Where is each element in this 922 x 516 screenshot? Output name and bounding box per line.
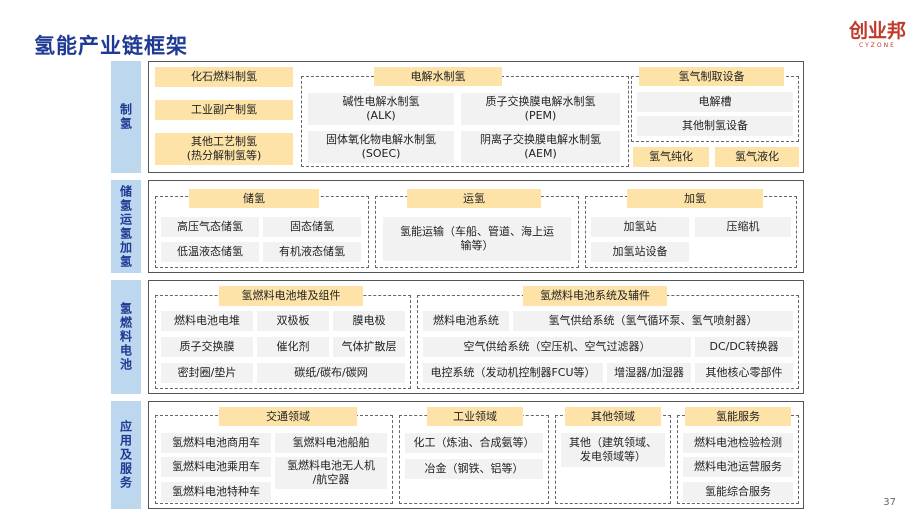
row-label-application: 应用及服务: [111, 401, 141, 509]
node-operation: 燃料电池运营服务: [683, 457, 793, 477]
node-integrated-service: 氢能综合服务: [683, 482, 793, 502]
node-other-parts: 其他核心零部件: [695, 363, 793, 383]
node-humidifier: 增湿器/加湿器: [607, 363, 691, 383]
node-air-supply: 空气供给系统（空压机、空气过滤器）: [423, 337, 691, 357]
node-stack: 燃料电池电堆: [161, 311, 253, 331]
group-header-service: 氢能服务: [685, 407, 791, 426]
row-label-production: 制氢: [111, 61, 141, 173]
group-header-transport-field: 交通领域: [219, 407, 357, 426]
node-other-process: 其他工艺制氢 (热分解制氢等): [155, 133, 293, 165]
node-industrial-byproduct: 工业副产制氢: [155, 100, 293, 120]
node-commercial-vehicle: 氢燃料电池商用车: [161, 433, 271, 453]
group-header-storage: 储氢: [189, 189, 319, 208]
node-station-equipment: 加氢站设备: [591, 242, 689, 262]
group-header-stack: 氢燃料电池堆及组件: [219, 286, 363, 306]
node-soec: 固体氧化物电解水制氢 (SOEC): [308, 131, 454, 163]
node-drone: 氢燃料电池无人机 /航空器: [275, 457, 387, 489]
node-hydrogen-transport: 氢能运输（车船、管道、海上运 输等）: [383, 217, 571, 261]
node-ship: 氢燃料电池船舶: [275, 433, 387, 453]
group-header-refuel: 加氢: [627, 189, 763, 208]
node-pem: 质子交换膜电解水制氢 (PEM): [461, 93, 620, 125]
node-hydrogen-supply: 氢气供给系统（氢气循环泵、氢气喷射器）: [513, 311, 793, 331]
node-high-pressure: 高压气态储氢: [161, 217, 259, 237]
node-compressor: 压缩机: [695, 217, 791, 237]
group-header-system: 氢燃料电池系统及辅件: [523, 286, 667, 306]
node-organic-liquid: 有机液态储氢: [263, 242, 361, 262]
node-pem-membrane: 质子交换膜: [161, 337, 253, 357]
node-fc-system: 燃料电池系统: [423, 311, 509, 331]
node-liquefaction: 氢气液化: [715, 147, 799, 167]
node-fossil-production: 化石燃料制氢: [155, 67, 293, 87]
node-bipolar-plate: 双极板: [257, 311, 329, 331]
panel-production: 化石燃料制氢 工业副产制氢 其他工艺制氢 (热分解制氢等) 电解水制氢 碱性电解…: [148, 61, 804, 173]
group-header-equipment: 氢气制取设备: [639, 67, 784, 86]
node-gdl: 气体扩散层: [333, 337, 405, 357]
node-other-application: 其他（建筑领域、 发电领域等）: [561, 433, 665, 467]
node-aem: 阴离子交换膜电解水制氢 (AEM): [461, 131, 620, 163]
node-special-vehicle: 氢燃料电池特种车: [161, 482, 271, 502]
node-testing: 燃料电池检验检测: [683, 433, 793, 453]
group-header-industry-field: 工业领域: [427, 407, 523, 426]
node-purification: 氢气纯化: [633, 147, 709, 167]
panel-application: 交通领域 氢燃料电池商用车 氢燃料电池船舶 氢燃料电池乘用车 氢燃料电池无人机 …: [148, 401, 804, 509]
group-header-other-field: 其他领域: [565, 407, 661, 426]
node-refuel-station: 加氢站: [591, 217, 689, 237]
brand-logo: 创业邦 CYZONE: [849, 20, 906, 49]
page-title: 氢能产业链框架: [34, 34, 188, 58]
row-label-fuelcell: 氢燃料电池: [111, 280, 141, 394]
panel-fuelcell: 氢燃料电池堆及组件 燃料电池电堆 双极板 膜电极 质子交换膜 催化剂 气体扩散层…: [148, 280, 804, 394]
panel-storage: 储氢 高压气态储氢 固态储氢 低温液态储氢 有机液态储氢 运氢 氢能运输（车船、…: [148, 180, 804, 273]
page-number: 37: [883, 497, 896, 508]
node-seal: 密封圈/垫片: [161, 363, 253, 383]
logo-subtext: CYZONE: [859, 42, 896, 49]
node-chemical: 化工（炼油、合成氨等）: [405, 433, 543, 453]
row-label-storage: 储氢运氢加氢: [111, 180, 141, 273]
node-solid-storage: 固态储氢: [263, 217, 361, 237]
node-passenger-vehicle: 氢燃料电池乘用车: [161, 457, 271, 477]
logo-text: 创业邦: [848, 20, 906, 42]
node-mea: 膜电极: [333, 311, 405, 331]
node-control-system: 电控系统（发动机控制器FCU等）: [423, 363, 603, 383]
group-header-electrolysis: 电解水制氢: [374, 67, 502, 86]
node-alk: 碱性电解水制氢 (ALK): [308, 93, 454, 125]
node-catalyst: 催化剂: [257, 337, 329, 357]
group-header-transport: 运氢: [407, 189, 541, 208]
node-carbon-paper: 碳纸/碳布/碳网: [257, 363, 405, 383]
node-metallurgy: 冶金（钢铁、铝等）: [405, 459, 543, 479]
node-dcdc: DC/DC转换器: [695, 337, 793, 357]
node-electrolyzer: 电解槽: [637, 92, 793, 112]
node-other-equipment: 其他制氢设备: [637, 116, 793, 136]
node-cryogenic: 低温液态储氢: [161, 242, 259, 262]
